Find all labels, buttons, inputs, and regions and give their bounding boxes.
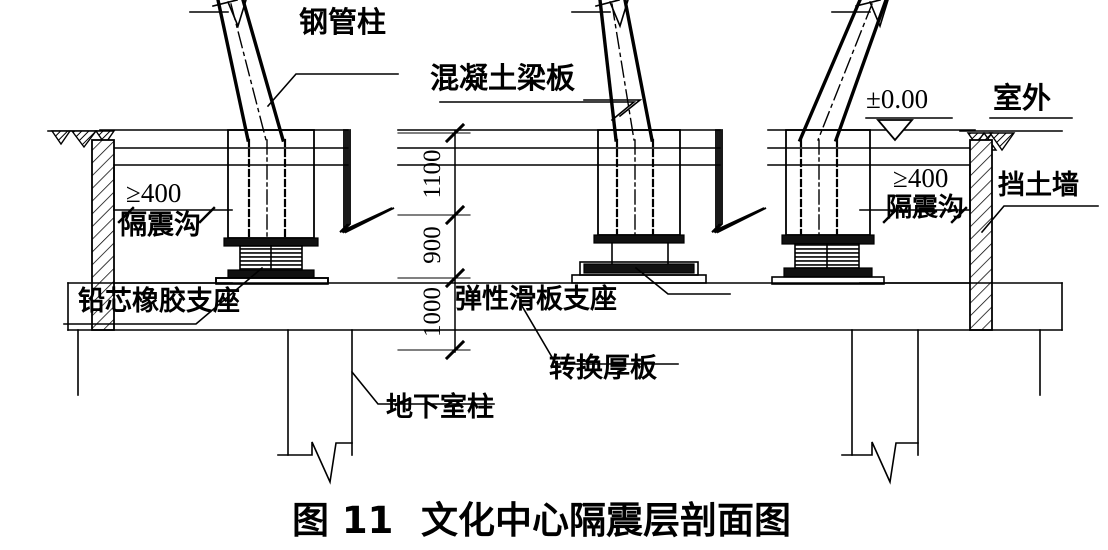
- label-lead-rubber-bearing: 铅芯橡胶支座: [78, 286, 240, 317]
- label-transfer-thick-slab: 转换厚板: [549, 353, 657, 384]
- dimension-1100: 1100: [419, 149, 446, 199]
- label-isolation-trench-right: 隔震沟: [886, 193, 965, 223]
- label-basement-column: 地下室柱: [386, 392, 494, 423]
- label-steel-pipe-column: 钢管柱: [299, 5, 387, 39]
- dimension-1000: 1000: [419, 287, 446, 337]
- figure-caption-title: 文化中心隔震层剖面图: [421, 499, 791, 542]
- label-isolation-trench-left: 隔震沟: [120, 210, 201, 241]
- dimension-clearance-right: ≥400: [893, 163, 949, 193]
- datum-level: ±0.00: [866, 84, 929, 114]
- label-retaining-wall: 挡土墙: [998, 170, 1079, 201]
- dimension-900: 900: [419, 226, 446, 264]
- label-outdoor: 室外: [993, 81, 1052, 115]
- label-elastic-sliding-bearing: 弹性滑板支座: [455, 284, 617, 315]
- dimension-clearance-left: ≥400: [126, 178, 182, 208]
- label-concrete-beam-slab: 混凝土梁板: [430, 61, 576, 95]
- figure-caption-number: 图 11: [292, 499, 394, 542]
